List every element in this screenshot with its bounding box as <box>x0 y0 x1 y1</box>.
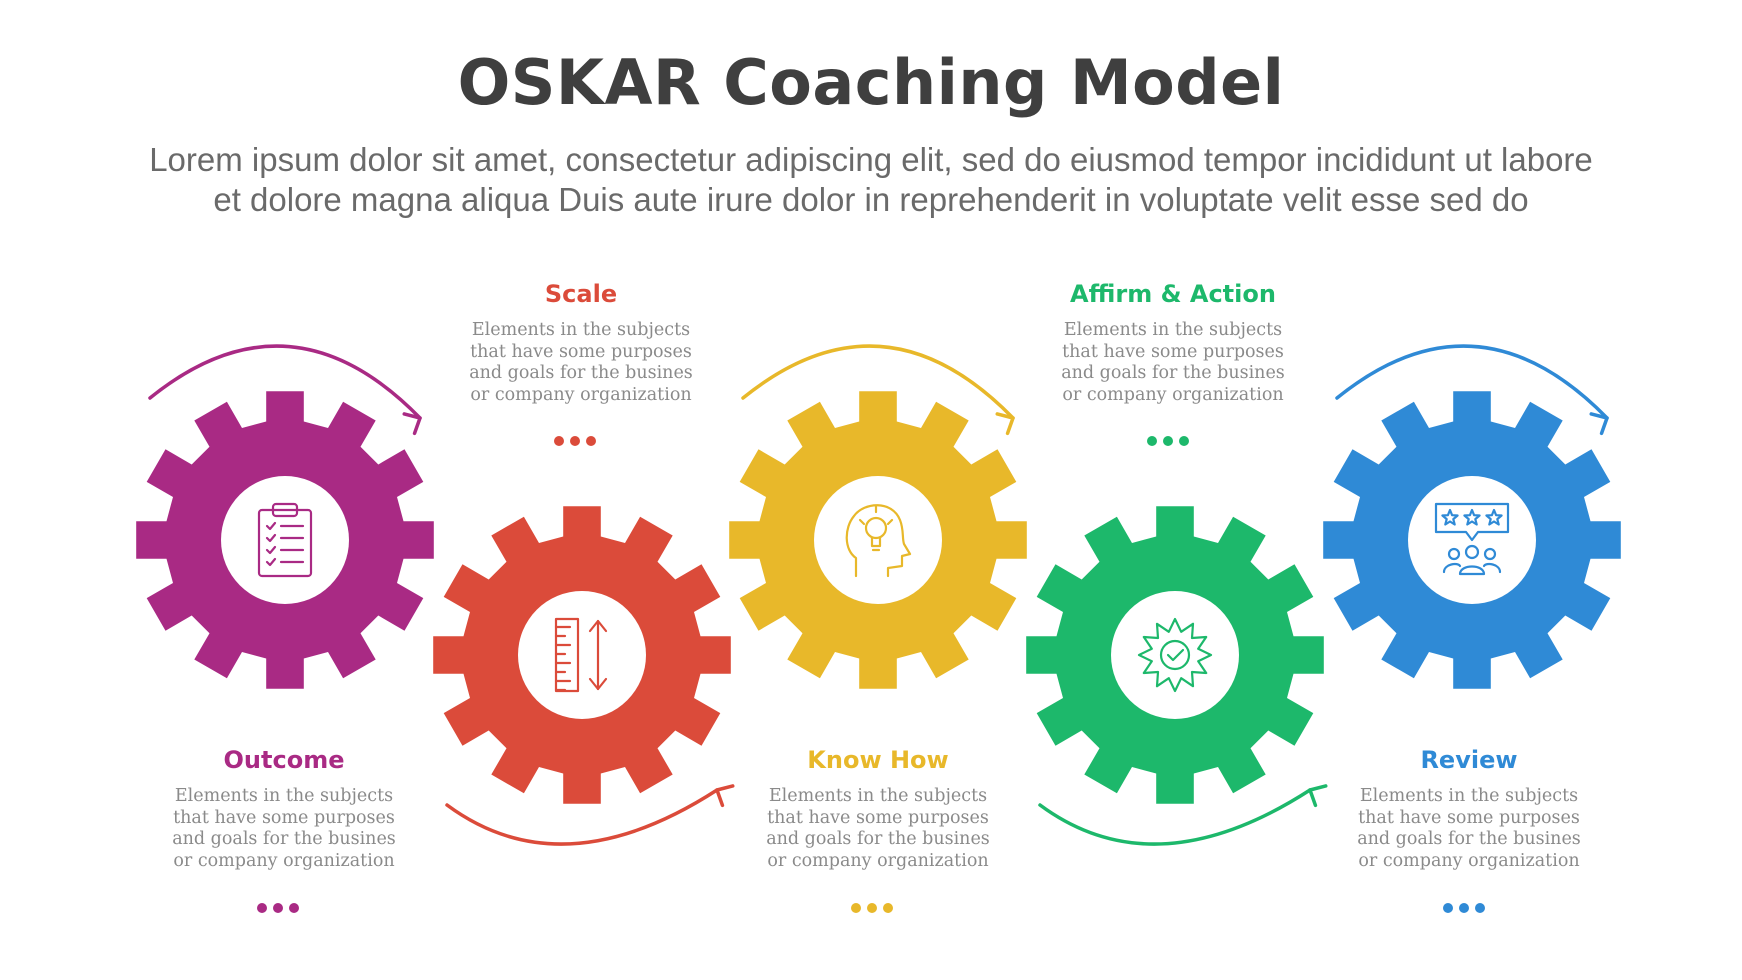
gear-3 <box>729 391 1027 689</box>
gear-2 <box>433 506 731 804</box>
subtitle-line-1: Lorem ipsum dolor sit amet, consectetur … <box>149 141 1593 178</box>
step-desc-scale: Elements in the subjects that have some … <box>451 320 711 406</box>
page-subtitle: Lorem ipsum dolor sit amet, consectetur … <box>71 140 1671 220</box>
gear-1 <box>136 391 434 689</box>
desc-line: Elements in the subjects <box>1063 320 1283 340</box>
step-know-how: Know How Elements in the subjects that h… <box>748 746 1008 872</box>
step-review: Review Elements in the subjects that hav… <box>1339 746 1599 872</box>
desc-line: or company organization <box>1358 850 1580 871</box>
flow-arrow <box>741 344 1015 436</box>
desc-line: that have some purposes <box>1358 807 1580 828</box>
subtitle-line-2: et dolore magna aliqua Duis aute irure d… <box>213 181 1529 218</box>
head-lightbulb-icon <box>845 504 912 578</box>
page-title: OSKAR Coaching Model <box>457 46 1285 119</box>
step-outcome: Outcome Elements in the subjects that ha… <box>154 746 414 872</box>
step-affirm-action: Affirm & Action Elements in the subjects… <box>1043 280 1303 406</box>
dots-indicator <box>554 436 614 446</box>
desc-line: Elements in the subjects <box>768 786 988 806</box>
dots-indicator <box>257 903 317 913</box>
flow-arrow <box>445 784 735 846</box>
clipboard-checklist-icon <box>257 502 313 578</box>
desc-line: or company organization <box>1062 384 1284 405</box>
gear-center <box>1111 591 1239 719</box>
desc-line: that have some purposes <box>767 807 989 828</box>
gear-center <box>814 476 942 604</box>
desc-line: that have some purposes <box>470 341 692 362</box>
desc-line: that have some purposes <box>173 807 395 828</box>
dots-indicator <box>1147 436 1207 446</box>
step-title-outcome: Outcome <box>223 746 345 774</box>
desc-line: and goals for the busines <box>469 363 693 383</box>
gear-5 <box>1323 391 1621 689</box>
step-title-affirm-action: Affirm & Action <box>1070 280 1276 308</box>
desc-line: Elements in the subjects <box>471 320 691 340</box>
ruler-vertical-scale-icon <box>554 617 608 693</box>
flow-arrow <box>1038 784 1328 846</box>
desc-line: or company organization <box>470 384 692 405</box>
step-scale: Scale Elements in the subjects that have… <box>451 280 711 406</box>
gear-center <box>518 591 646 719</box>
desc-line: Elements in the subjects <box>174 786 394 806</box>
gear-4 <box>1026 506 1324 804</box>
step-title-review: Review <box>1420 746 1518 774</box>
desc-line: and goals for the busines <box>1061 363 1285 383</box>
rating-stars-team-icon <box>1434 502 1510 576</box>
step-title-scale: Scale <box>544 280 618 308</box>
desc-line: and goals for the busines <box>172 829 396 849</box>
flow-arrow <box>148 344 422 436</box>
step-desc-review: Elements in the subjects that have some … <box>1339 786 1599 872</box>
desc-line: and goals for the busines <box>766 829 990 849</box>
gear-center <box>221 476 349 604</box>
desc-line: Elements in the subjects <box>1359 786 1579 806</box>
desc-line: that have some purposes <box>1062 341 1284 362</box>
dots-indicator <box>1443 903 1503 913</box>
flow-arrow <box>1335 344 1609 436</box>
step-desc-outcome: Elements in the subjects that have some … <box>154 786 414 872</box>
desc-line: or company organization <box>173 850 395 871</box>
step-desc-know-how: Elements in the subjects that have some … <box>748 786 1008 872</box>
badge-check-icon <box>1137 617 1213 693</box>
dots-indicator <box>851 903 911 913</box>
step-title-know-how: Know How <box>807 746 949 774</box>
desc-line: and goals for the busines <box>1357 829 1581 849</box>
desc-line: or company organization <box>767 850 989 871</box>
step-desc-affirm-action: Elements in the subjects that have some … <box>1043 320 1303 406</box>
